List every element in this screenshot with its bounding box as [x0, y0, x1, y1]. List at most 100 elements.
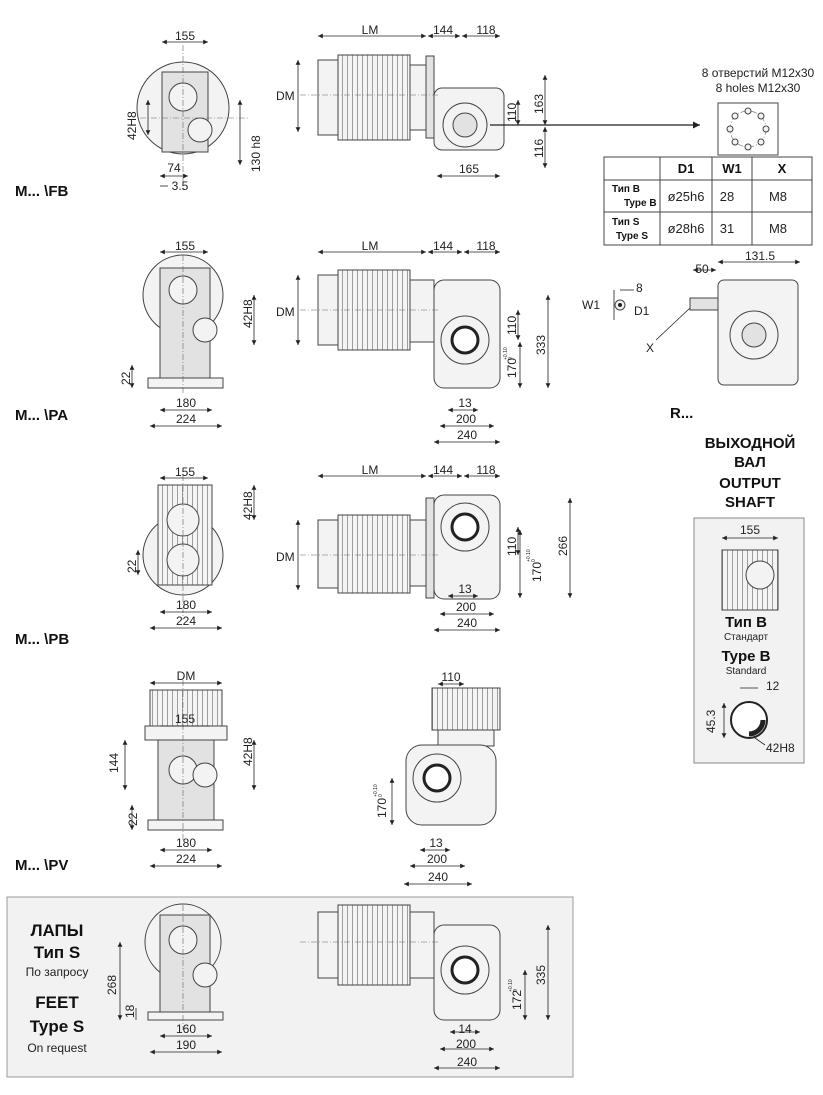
table-row2-w1: 31 — [720, 221, 734, 236]
pv-front-view: 110 170 +0.10 0 13 200 240 — [373, 670, 501, 887]
pb-dim-lm: LM — [362, 463, 379, 477]
output-12: 12 — [766, 679, 780, 693]
pa-dim-118: 118 — [476, 239, 495, 253]
feet-en1: FEET — [35, 993, 79, 1012]
table-header-w1: W1 — [722, 161, 742, 176]
table-row1-d1: ø25h6 — [668, 189, 705, 204]
pa-label: M... \PA — [15, 407, 68, 424]
pa-dim-200: 200 — [456, 412, 476, 426]
pb-dim-155: 155 — [175, 465, 195, 479]
pa-dim-144: 144 — [433, 239, 453, 253]
shaft-table: D1 W1 X Тип B Type B ø25h6 28 M8 Тип S T… — [603, 156, 813, 246]
output-en1: OUTPUT — [719, 475, 781, 492]
table-row2-ru: Тип S — [612, 217, 640, 228]
output-45-3: 45.3 — [704, 709, 718, 733]
feet-tol-plus: +0.10 — [508, 979, 514, 992]
fb-dim-118: 118 — [476, 23, 495, 37]
output-en2: SHAFT — [725, 494, 775, 511]
pb-dim-144: 144 — [433, 463, 453, 477]
feet-en3: On request — [27, 1041, 87, 1055]
fb-dim-116: 116 — [532, 139, 546, 158]
pb-dim-200: 200 — [456, 600, 476, 614]
output-type-en: Type B — [722, 648, 771, 665]
pb-dim-180: 180 — [176, 598, 196, 612]
table-row2-x: M8 — [769, 221, 787, 236]
fb-dim-144: 144 — [433, 23, 453, 37]
table-row1-en: Type B — [624, 198, 657, 209]
pb-dim-42h8: 42H8 — [241, 491, 255, 520]
feet-ru1: ЛАПЫ — [31, 921, 84, 940]
pa-dim-155: 155 — [175, 239, 195, 253]
pa-tol-zero: 0 — [508, 357, 514, 360]
pa-dim-13: 13 — [458, 396, 472, 410]
table-row2-en: Type S — [616, 231, 648, 242]
pa-side-view: 155 42H8 22 180 224 — [119, 239, 257, 429]
output-std-en: Standard — [726, 666, 767, 677]
pb-tol-zero: 0 — [531, 559, 537, 562]
fb-dim-163: 163 — [532, 94, 546, 114]
feet-ru2: Тип S — [34, 943, 81, 962]
pv-dim-200: 200 — [427, 852, 447, 866]
pa-dim-180: 180 — [176, 396, 196, 410]
shaft-131-5: 131.5 — [745, 249, 775, 263]
pa-dim-110: 110 — [505, 316, 519, 335]
fb-dim-165: 165 — [459, 162, 479, 176]
feet-dim-190: 190 — [176, 1038, 196, 1052]
fb-dim-dm: DM — [276, 89, 295, 103]
fb-dim-74: 74 — [167, 161, 181, 175]
fb-dim-155: 155 — [175, 29, 195, 43]
pa-dim-dm: DM — [276, 305, 295, 319]
pa-dim-170: 170 — [505, 358, 519, 378]
output-type-ru: Тип B — [725, 614, 767, 631]
holes-en: 8 holes M12x30 — [716, 81, 801, 95]
holes-ru: 8 отверстий M12x30 — [702, 66, 815, 80]
feet-box: ЛАПЫ Тип S По запросу FEET Type S On req… — [6, 896, 574, 1078]
row-pa: 155 42H8 22 180 224 M... \PA LM 144 118 — [15, 239, 551, 445]
row-fb: 155 42H8 130 h8 74 3.5 M... \FB LM 144 — [15, 23, 700, 200]
pv-dim-170: 170 — [375, 798, 389, 818]
output-ru1: ВЫХОДНОЙ — [705, 434, 796, 452]
pb-label: M... \PB — [15, 631, 69, 648]
fb-dim-110: 110 — [505, 103, 519, 122]
fb-label: M... \FB — [15, 183, 68, 200]
pa-dim-240: 240 — [457, 428, 477, 442]
output-std-ru: Стандарт — [724, 632, 769, 643]
pv-dim-22: 22 — [126, 812, 140, 826]
feet-tol-zero: 0 — [513, 989, 519, 992]
feet-dim-14: 14 — [458, 1022, 472, 1036]
feet-dim-200: 200 — [456, 1037, 476, 1051]
pv-dim-110: 110 — [441, 670, 460, 684]
shaft-w1: W1 — [582, 298, 600, 312]
pa-dim-22: 22 — [119, 371, 133, 385]
shaft-key-detail: W1 D1 8 X — [582, 281, 691, 355]
feet-dim-240: 240 — [457, 1055, 477, 1069]
table-header-x: X — [778, 161, 787, 176]
output-shaft-box: 155 Тип B Стандарт Type B Standard 12 45… — [693, 517, 805, 764]
pb-dim-266: 266 — [556, 536, 570, 556]
pa-tol-plus: +0.10 — [503, 347, 509, 360]
pb-dim-dm: DM — [276, 550, 295, 564]
feet-dim-335: 335 — [534, 965, 548, 985]
output-42h8: 42H8 — [766, 741, 795, 755]
pv-label: M... \PV — [15, 857, 68, 874]
pa-dim-lm: LM — [362, 239, 379, 253]
fb-dim-3-5: 3.5 — [172, 179, 189, 193]
pv-dim-180: 180 — [176, 836, 196, 850]
table-row1-w1: 28 — [720, 189, 734, 204]
output-ru2: ВАЛ — [734, 454, 766, 471]
table-header-d1: D1 — [678, 161, 695, 176]
pb-front-view: LM 144 118 DM 110 170 +0.10 0 266 13 200… — [276, 463, 573, 633]
shaft-d1: D1 — [634, 304, 650, 318]
feet-ru3: По запросу — [26, 965, 89, 979]
pb-side-view: 155 42H8 22 180 224 — [125, 465, 257, 631]
r-label: R... — [670, 405, 693, 422]
feet-dim-172: 172 — [510, 990, 524, 1010]
pb-dim-240: 240 — [457, 616, 477, 630]
table-row1-x: M8 — [769, 189, 787, 204]
r-gearbox-view: 50 131.5 — [689, 249, 800, 386]
pv-dim-240: 240 — [428, 870, 448, 884]
pv-dim-13: 13 — [429, 836, 443, 850]
output-155: 155 — [740, 523, 760, 537]
feet-dim-268: 268 — [105, 975, 119, 995]
shaft-8: 8 — [636, 281, 643, 295]
